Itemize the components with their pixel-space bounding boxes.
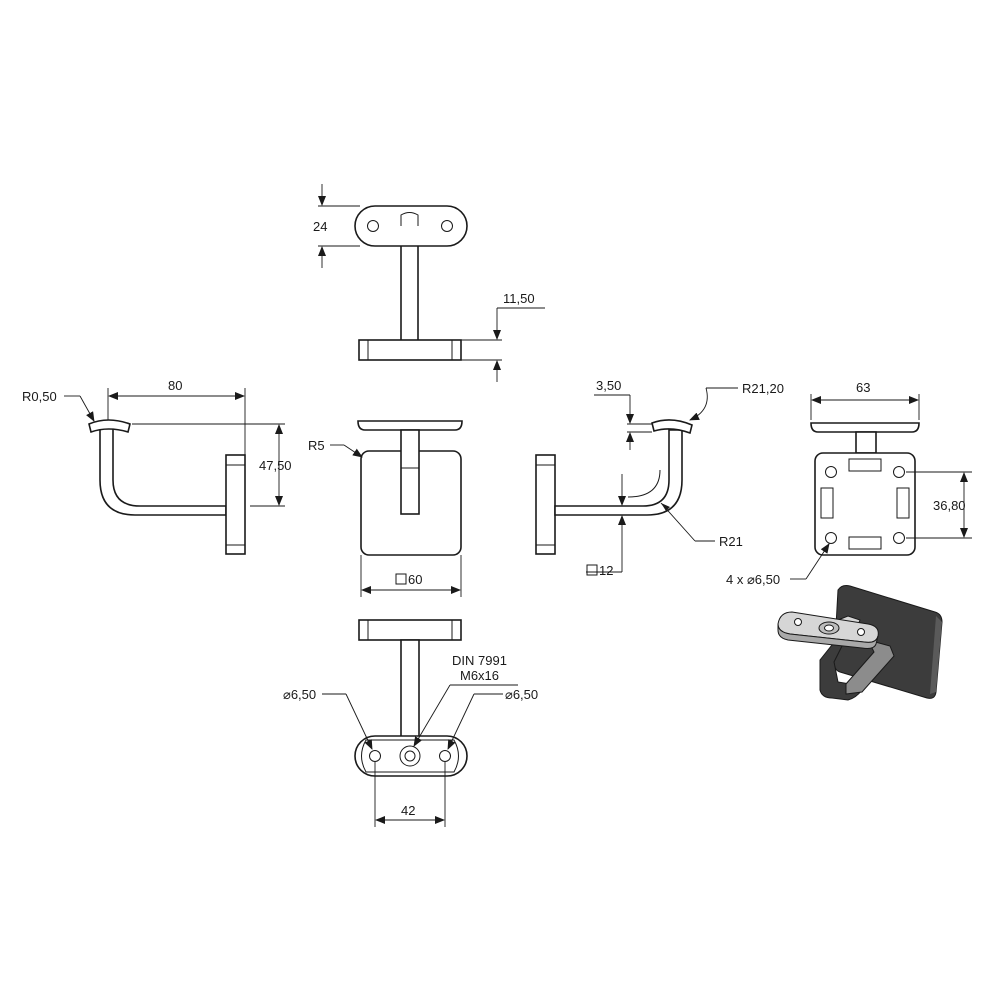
view-bottom: DIN 7991 M6x16 ⌀6,50 ⌀6,50 42	[283, 619, 538, 827]
dim-projection-length: 80	[168, 378, 182, 393]
view-top: 24 11,50	[313, 184, 545, 382]
dim-saddle-hole-right: ⌀6,50	[505, 687, 538, 702]
dim-plate-width: 63	[856, 380, 870, 395]
isometric-render	[777, 585, 943, 701]
dim-saddle-offset: 3,50	[596, 378, 621, 393]
dim-saddle-radius: R21,20	[742, 381, 784, 396]
dim-saddle-hole-left: ⌀6,50	[283, 687, 316, 702]
view-front: R5 60	[308, 420, 463, 597]
screw-standard: DIN 7991	[452, 653, 507, 668]
dim-holes-count: 4 x ⌀6,50	[726, 572, 780, 587]
view-right-side: 3,50 R21,20 R21 12	[535, 378, 784, 578]
dim-projection-height: 47,50	[259, 458, 292, 473]
diameter-symbol: ⌀	[505, 687, 513, 702]
dim-corner-radius: R5	[308, 438, 325, 453]
screw-size: M6x16	[460, 668, 499, 683]
dim-saddle-hole-spacing: 42	[401, 803, 415, 818]
dim-radius-small: R0,50	[22, 389, 57, 404]
diameter-symbol: ⌀	[747, 572, 755, 587]
dim-top-plate-width: 24	[313, 219, 327, 234]
dim-square-plate: 60	[408, 572, 422, 587]
dim-bar-square: 12	[599, 563, 613, 578]
dim-bend-radius: R21	[719, 534, 743, 549]
dim-hole-spacing: 36,80	[933, 498, 966, 513]
view-left-side: R0,50 80 47,50	[22, 378, 292, 555]
view-rear: 63 36,80 4 x ⌀6,50	[726, 380, 972, 587]
dim-base-plate-thickness: 11,50	[503, 291, 535, 306]
diameter-symbol: ⌀	[283, 687, 291, 702]
